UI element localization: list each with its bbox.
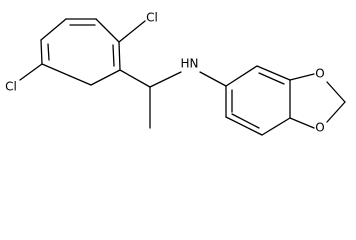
benzodioxole-ring [225, 65, 346, 136]
nitrogen-label: N [190, 57, 199, 71]
bond [326, 101, 346, 123]
oxygen-top-label: O [315, 67, 324, 81]
aromatic-bond [112, 44, 115, 67]
bond [256, 65, 291, 81]
bond [289, 73, 315, 81]
nitrogen-label: H [180, 57, 189, 71]
aromatic-bond [231, 113, 260, 129]
aromatic-bond [258, 72, 285, 85]
bond [261, 117, 291, 136]
chlorine-left-label: Cl [5, 80, 17, 94]
bond [40, 18, 67, 41]
chemical-structure: Cl Cl H N O O [5, 11, 346, 136]
bond [90, 69, 121, 86]
bond [95, 18, 120, 43]
bond [119, 69, 151, 88]
bond [225, 65, 258, 87]
bond [41, 63, 92, 86]
bond [40, 39, 43, 65]
dichlorophenyl-ring [40, 18, 121, 86]
bond [289, 117, 315, 129]
bond [149, 71, 182, 88]
bond [225, 116, 263, 136]
bond [19, 63, 43, 81]
oxygen-bottom-label: O [315, 121, 324, 135]
bond [118, 20, 146, 43]
bond [199, 71, 227, 87]
chlorine-top-label: Cl [146, 11, 158, 25]
bond [326, 81, 346, 103]
aromatic-bond [47, 43, 50, 61]
bond [118, 41, 121, 71]
